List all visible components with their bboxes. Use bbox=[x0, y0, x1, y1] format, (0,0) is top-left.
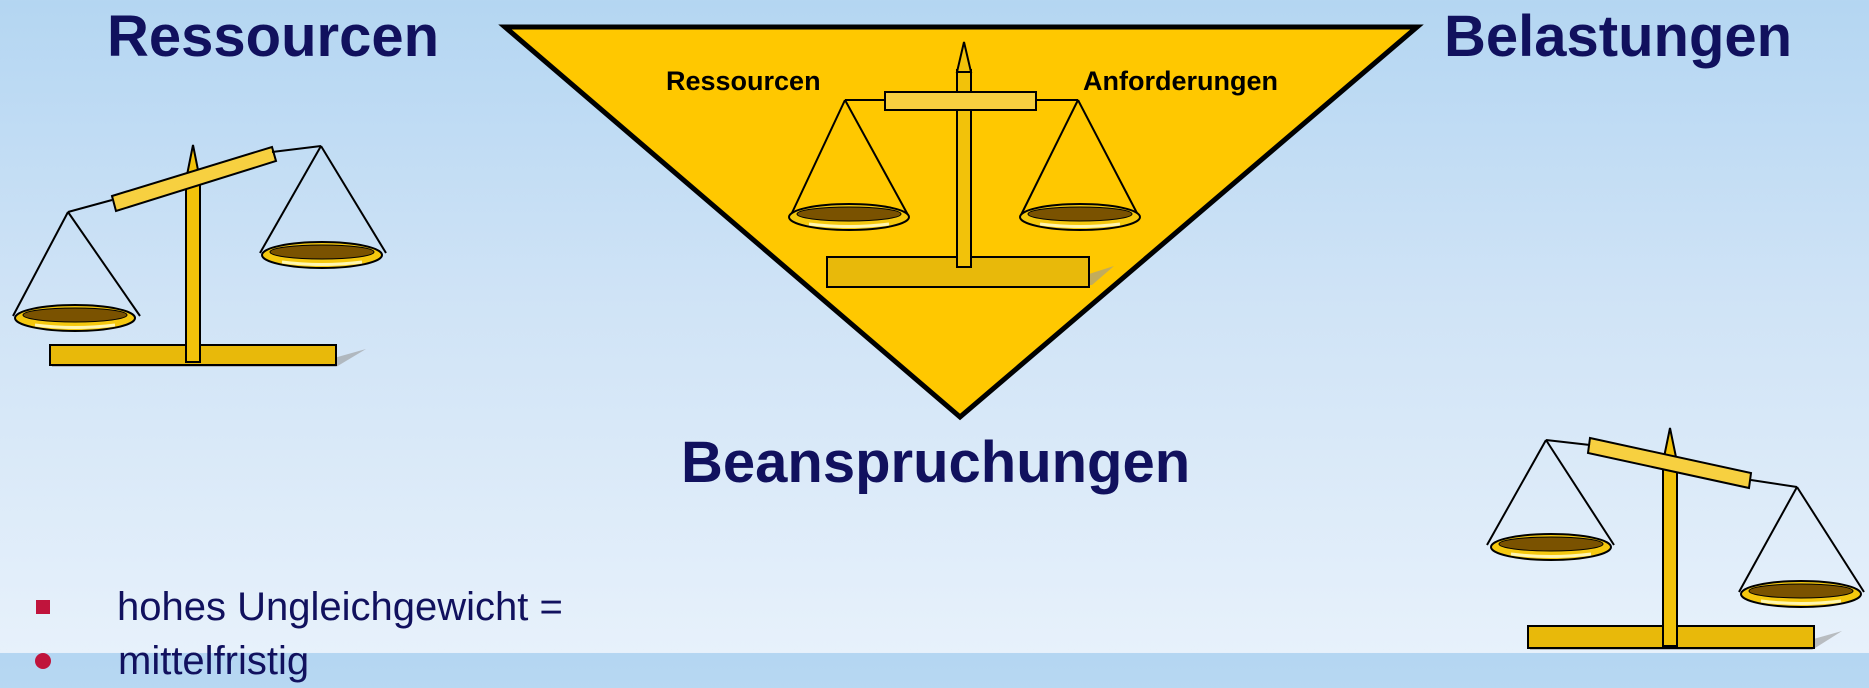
bullet-list: hohes Ungleichgewicht = mittelfristig bbox=[30, 580, 563, 688]
scale-label-ressourcen: Ressourcen bbox=[666, 66, 821, 96]
scale-icon bbox=[1486, 427, 1865, 650]
scale-icon bbox=[787, 41, 1142, 288]
bullet-text: hohes Ungleichgewicht = bbox=[117, 584, 563, 629]
bullet-text: mittelfristig bbox=[118, 638, 310, 683]
heading-ressourcen: Ressourcen bbox=[107, 4, 440, 69]
circle-bullet-icon bbox=[35, 653, 51, 669]
heading-belastungen: Belastungen bbox=[1444, 4, 1793, 69]
scale-label-anforderungen: Anforderungen bbox=[1083, 66, 1278, 96]
heading-beanspruchungen: Beanspruchungen bbox=[681, 430, 1191, 495]
scale-icon bbox=[12, 144, 387, 367]
list-item: hohes Ungleichgewicht = bbox=[30, 580, 563, 634]
square-bullet-icon bbox=[36, 600, 50, 614]
list-item: mittelfristig bbox=[30, 634, 563, 688]
diagram-graphics bbox=[12, 24, 1865, 650]
